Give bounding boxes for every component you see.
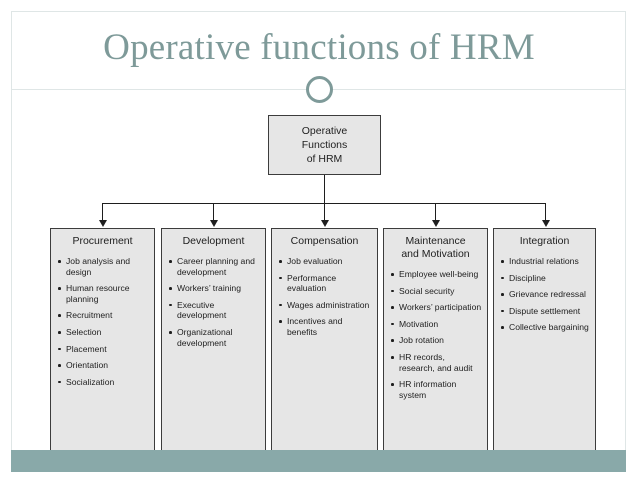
list-item: Employee well-being [389, 269, 482, 280]
connector-root-stem [324, 175, 325, 203]
category-title-procurement: Procurement [56, 235, 149, 248]
list-item: Social security [389, 286, 482, 297]
list-item: Workers’ participation [389, 302, 482, 313]
root-node-operative-functions[interactable]: Operative Functions of HRM [268, 115, 381, 175]
arrowhead-development-icon [209, 220, 218, 227]
category-title-integration: Integration [499, 235, 590, 248]
list-item: HR records, research, and audit [389, 352, 482, 373]
list-item: Discipline [499, 273, 590, 284]
category-list-integration: Industrial relations Discipline Grievanc… [499, 256, 590, 333]
category-title-development: Development [167, 235, 260, 248]
root-node-label-line2: Functions [301, 139, 348, 151]
list-item: HR information system [389, 379, 482, 400]
connector-drop-integration [545, 203, 546, 222]
connector-drop-procurement [102, 203, 103, 222]
connector-drop-maintenance [435, 203, 436, 222]
list-item: Orientation [56, 360, 149, 371]
list-item: Industrial relations [499, 256, 590, 267]
category-box-integration[interactable]: Integration Industrial relations Discipl… [493, 228, 596, 452]
category-title-line2: and Motivation [401, 248, 470, 260]
list-item: Selection [56, 327, 149, 338]
category-title-maintenance-and-motivation: Maintenance and Motivation [389, 235, 482, 261]
connector-drop-compensation [324, 203, 325, 222]
list-item: Performance evaluation [277, 273, 372, 294]
list-item: Job rotation [389, 335, 482, 346]
category-list-compensation: Job evaluation Performance evaluation Wa… [277, 256, 372, 338]
root-node-label-line3: of HRM [306, 153, 343, 165]
root-node-label: Operative Functions of HRM [302, 124, 348, 166]
page-title: Operative functions of HRM [103, 27, 535, 68]
category-title-compensation: Compensation [277, 235, 372, 248]
list-item: Placement [56, 344, 149, 355]
list-item: Collective bargaining [499, 322, 590, 333]
category-title-line1: Compensation [290, 235, 359, 247]
list-item: Incentives and benefits [277, 316, 372, 337]
list-item: Motivation [389, 319, 482, 330]
category-box-compensation[interactable]: Compensation Job evaluation Performance … [271, 228, 378, 452]
connector-drop-development [213, 203, 214, 222]
list-item: Job evaluation [277, 256, 372, 267]
list-item: Wages administration [277, 300, 372, 311]
category-list-maintenance-and-motivation: Employee well-being Social security Work… [389, 269, 482, 400]
list-item: Recruitment [56, 310, 149, 321]
list-item: Dispute settlement [499, 306, 590, 317]
root-node-label-line1: Operative [301, 125, 348, 137]
list-item: Grievance redressal [499, 289, 590, 300]
list-item: Human resource planning [56, 283, 149, 304]
arrowhead-procurement-icon [98, 220, 107, 227]
list-item: Job analysis and design [56, 256, 149, 277]
footer-accent-band [11, 450, 626, 472]
list-item: Career planning and development [167, 256, 260, 277]
category-list-procurement: Job analysis and design Human resource p… [56, 256, 149, 387]
category-title-line1: Maintenance [405, 235, 466, 247]
arrowhead-maintenance-icon [431, 220, 440, 227]
category-title-line1: Procurement [72, 235, 133, 247]
category-box-maintenance-and-motivation[interactable]: Maintenance and Motivation Employee well… [383, 228, 488, 452]
category-box-development[interactable]: Development Career planning and developm… [161, 228, 266, 452]
category-box-procurement[interactable]: Procurement Job analysis and design Huma… [50, 228, 155, 452]
arrowhead-integration-icon [541, 220, 550, 227]
list-item: Workers’ training [167, 283, 260, 294]
list-item: Socialization [56, 377, 149, 388]
category-title-line1: Development [182, 235, 245, 247]
category-list-development: Career planning and development Workers’… [167, 256, 260, 348]
category-title-line1: Integration [519, 235, 570, 247]
list-item: Organizational development [167, 327, 260, 348]
connector-horizontal-bus [102, 203, 545, 204]
arrowhead-compensation-icon [320, 220, 329, 227]
list-item: Executive development [167, 300, 260, 321]
circle-decoration-icon [306, 76, 333, 103]
